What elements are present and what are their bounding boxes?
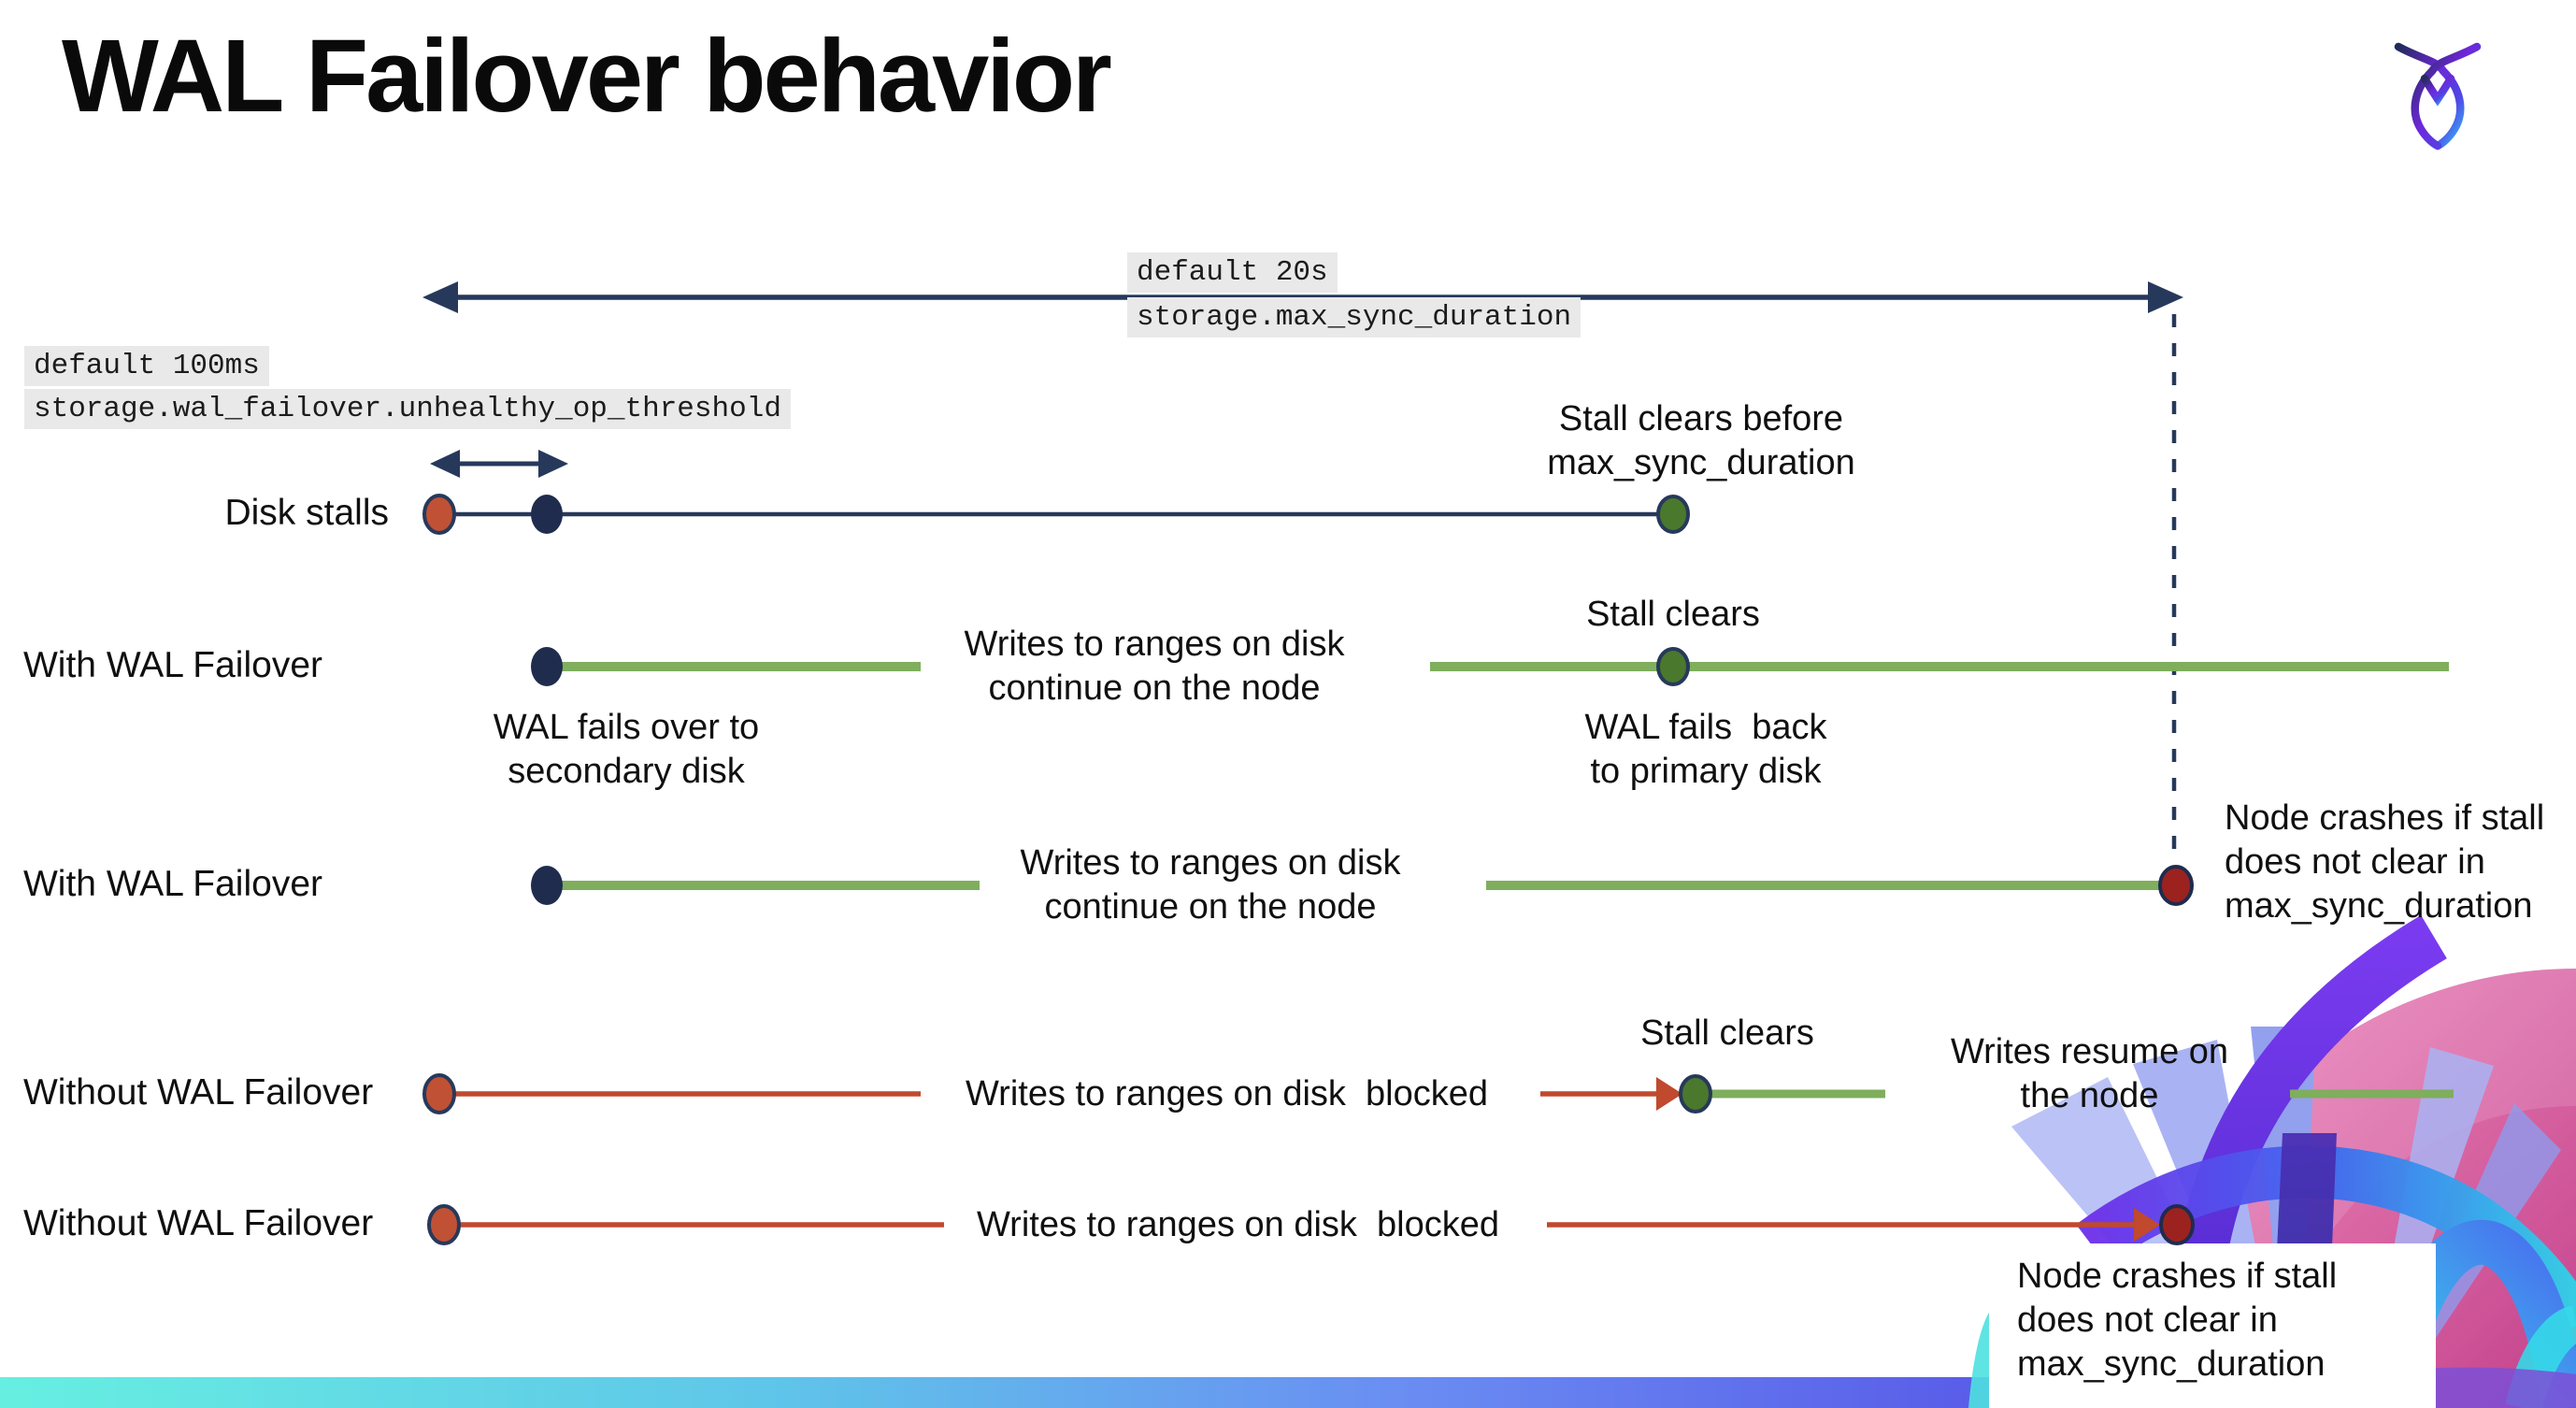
failover-dot [531,866,563,905]
failover-threshold-dot [531,495,563,534]
crash-callout-box [1989,1243,2436,1408]
unhealthy-op-threshold-arrow [430,450,568,478]
threshold-setting-chip: storage.wal_failover.unhealthy_op_thresh… [24,389,791,429]
timeline-without-failover-crash [427,1204,2195,1245]
stall-start-dot [422,1073,456,1114]
row-label-without-failover-1: Without WAL Failover [23,1072,374,1113]
stall-clears-dot [1656,495,1690,534]
max-sync-default-chip: default 20s [1127,252,1338,293]
page-title: WAL Failover behavior [62,19,1112,134]
node-crash-dot [2159,1204,2195,1245]
max-sync-setting-chip: storage.max_sync_duration [1127,297,1581,338]
note-stall-clears-4: Stall clears [1640,1013,1814,1053]
row-label-with-failover-2: With WAL Failover [23,864,322,904]
timeline-with-failover-crash [531,865,2194,906]
note-writes-blocked-1: Writes to ranges on disk blocked [965,1074,1488,1113]
stall-clears-dot [1679,1074,1712,1113]
timeline-without-failover-clears [422,1073,2454,1114]
row-label-disk-stalls: Disk stalls [224,493,389,533]
cockroachdb-bug-logo-icon [2394,42,2482,151]
stall-start-dot [427,1204,461,1245]
failover-dot [531,647,563,686]
note-writes-blocked-2: Writes to ranges on disk blocked [976,1205,1499,1244]
threshold-default-chip: default 100ms [24,346,269,386]
node-crash-dot [2158,865,2194,906]
red-arrowhead [2134,1208,2160,1242]
stall-clears-dot [1656,647,1690,686]
row-label-without-failover-2: Without WAL Failover [23,1203,374,1243]
note-stall-clears-2: Stall clears [1586,595,1760,634]
red-arrowhead [1656,1077,1682,1111]
timeline-with-failover-clears [531,647,2449,686]
stall-start-dot [422,494,456,535]
timeline-disk-stalls [422,494,1690,535]
row-label-with-failover-1: With WAL Failover [23,645,322,685]
